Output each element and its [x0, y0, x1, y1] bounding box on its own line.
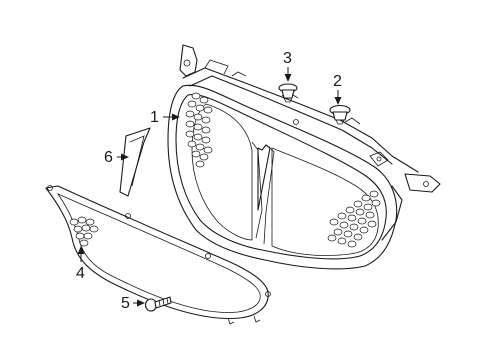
emblem [119, 127, 151, 197]
mesh-right [327, 190, 381, 248]
retainer-clip [278, 83, 298, 103]
callout-6: 6 [104, 149, 129, 166]
push-clip [329, 104, 351, 125]
callout-label-6: 6 [104, 149, 113, 166]
callout-4: 4 [76, 246, 85, 282]
callout-label-4: 4 [76, 265, 85, 282]
callout-1: 1 [150, 109, 180, 126]
callout-2: 2 [333, 73, 342, 105]
lower-grille-mesh [69, 216, 99, 247]
callout-label-3: 3 [283, 50, 292, 67]
callout-label-1: 1 [150, 109, 159, 126]
mesh-left [185, 92, 213, 168]
grille-assembly [167, 44, 441, 270]
lower-grille [45, 185, 271, 325]
callout-label-5: 5 [121, 295, 130, 312]
screw [144, 296, 172, 312]
callout-5: 5 [121, 295, 145, 312]
callout-label-2: 2 [333, 73, 342, 90]
callout-3: 3 [283, 50, 292, 82]
